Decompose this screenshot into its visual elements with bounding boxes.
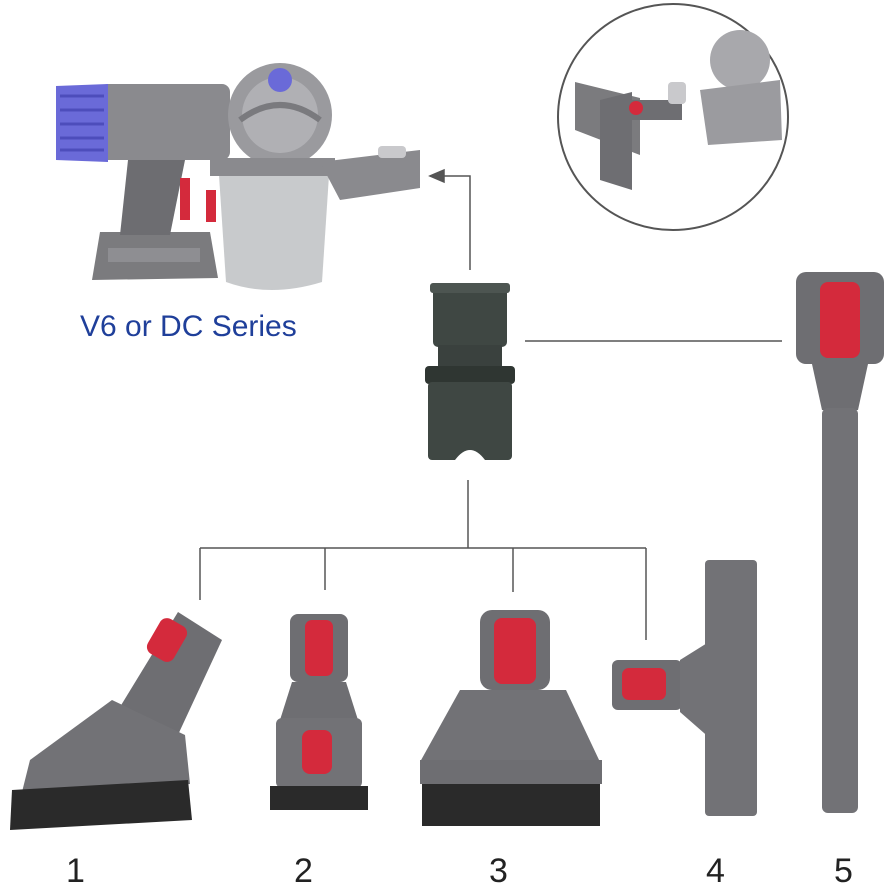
inset-detail [557, 3, 789, 231]
tool-number-3: 3 [489, 852, 508, 890]
adapter-image [425, 283, 515, 460]
tool-3-image [420, 610, 602, 826]
tool-number-4: 4 [706, 852, 725, 890]
vacuum-series-label: V6 or DC Series [80, 310, 297, 343]
tool-number-5: 5 [834, 852, 853, 890]
vacuum-image [56, 63, 420, 290]
tool-4-image [612, 560, 757, 816]
tool-number-1: 1 [66, 852, 85, 890]
tool-number-2: 2 [294, 852, 313, 890]
tool-5-image [796, 272, 884, 813]
tool-1-image [10, 612, 222, 830]
connector-lines [199, 168, 782, 640]
tool-2-image [270, 614, 368, 810]
